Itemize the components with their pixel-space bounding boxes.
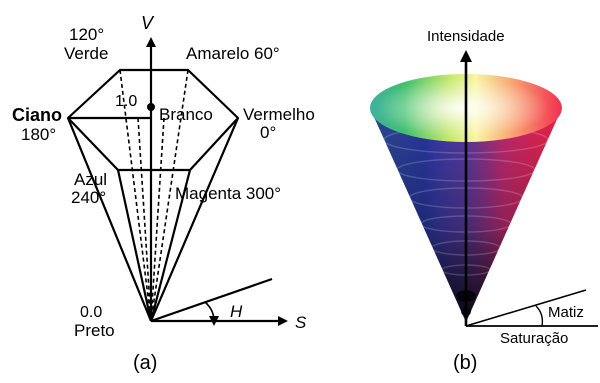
white-label: Branco xyxy=(159,105,213,124)
edge-blue-apex xyxy=(116,169,153,322)
axis-v-label: V xyxy=(141,13,154,33)
edge-red-apex xyxy=(149,117,240,322)
hue-arc-right xyxy=(535,305,544,327)
red-degree-label: 0° xyxy=(260,123,277,142)
hue-ray xyxy=(150,277,273,323)
hidden-edge-yellow xyxy=(150,69,189,322)
hidden-edge-inner-1 xyxy=(137,117,152,322)
saturation-label: Saturação xyxy=(500,330,569,347)
magenta-label: Magenta 300° xyxy=(175,184,282,203)
black-value-label: 0.0 xyxy=(80,304,103,321)
green-degree-label: 120° xyxy=(69,25,105,44)
caption-a: (a) xyxy=(133,352,158,374)
hue-ray-right xyxy=(465,289,587,327)
blue-degree-label: 240° xyxy=(71,188,107,207)
cyan-degree-label: 180° xyxy=(21,125,57,144)
edge-cyan-apex xyxy=(66,117,153,322)
hue-angle-arc xyxy=(204,301,219,326)
black-label: Preto xyxy=(74,321,115,340)
hidden-edge-inner-2 xyxy=(150,117,165,322)
white-value-label: 1.0 xyxy=(115,93,138,110)
white-point-dot xyxy=(147,103,155,111)
intensity-label: Intensidade xyxy=(427,28,505,45)
blue-label: Azul xyxy=(74,170,108,189)
red-label: Vermelho xyxy=(243,105,315,124)
yellow-label: Amarelo 60° xyxy=(186,44,280,63)
caption-b: (b) xyxy=(453,352,478,374)
hidden-edge-green xyxy=(119,69,152,322)
cyan-label: Ciano xyxy=(12,105,63,125)
hue-label: Matiz xyxy=(548,304,584,321)
hue-angle-label: H xyxy=(230,302,243,321)
edge-magenta-apex xyxy=(149,169,192,322)
axis-s-label: S xyxy=(295,313,307,332)
green-label: Verde xyxy=(64,44,109,63)
